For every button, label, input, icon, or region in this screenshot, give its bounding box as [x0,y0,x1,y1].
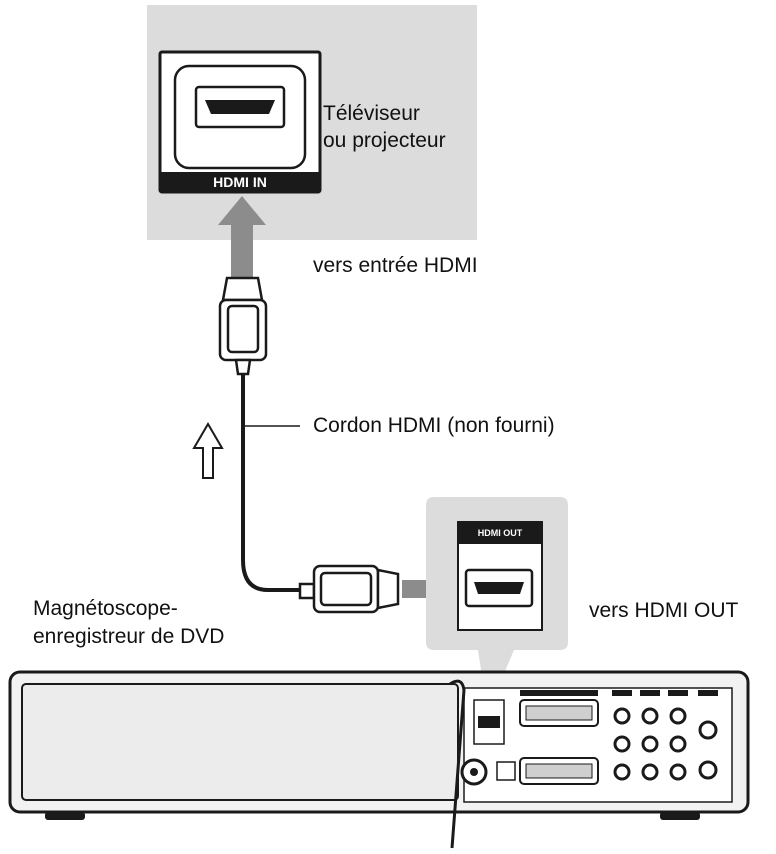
tv-port-label-text: HDMI IN [213,174,267,190]
label-to-hdmi-out: vers HDMI OUT [589,599,739,622]
dvd-recorder [8,670,750,820]
label-recorder-line2: enregistreur de DVD [33,625,225,648]
recorder-port-label-text: HDMI OUT [477,528,523,538]
hdmi-plug-bottom [298,564,400,614]
recorder-port-label: HDMI OUT [458,522,542,544]
label-cable: Cordon HDMI (non fourni) [313,414,555,437]
direction-arrow-outline [192,422,224,479]
tv-hdmi-in-port [158,50,322,194]
hdmi-cable [241,374,300,592]
tv-name-line1: Téléviseur [323,102,420,125]
power-cord [449,679,466,849]
arrow-to-tv [218,196,266,278]
tv-name-line2: ou projecteur [323,129,446,152]
tv-port-label: HDMI IN [160,172,320,192]
label-to-hdmi-in: vers entrée HDMI [313,254,478,277]
label-recorder-line1: Magnétoscope- [33,597,178,620]
recorder-hdmi-out-port [457,521,543,631]
hdmi-plug-top [218,276,268,376]
